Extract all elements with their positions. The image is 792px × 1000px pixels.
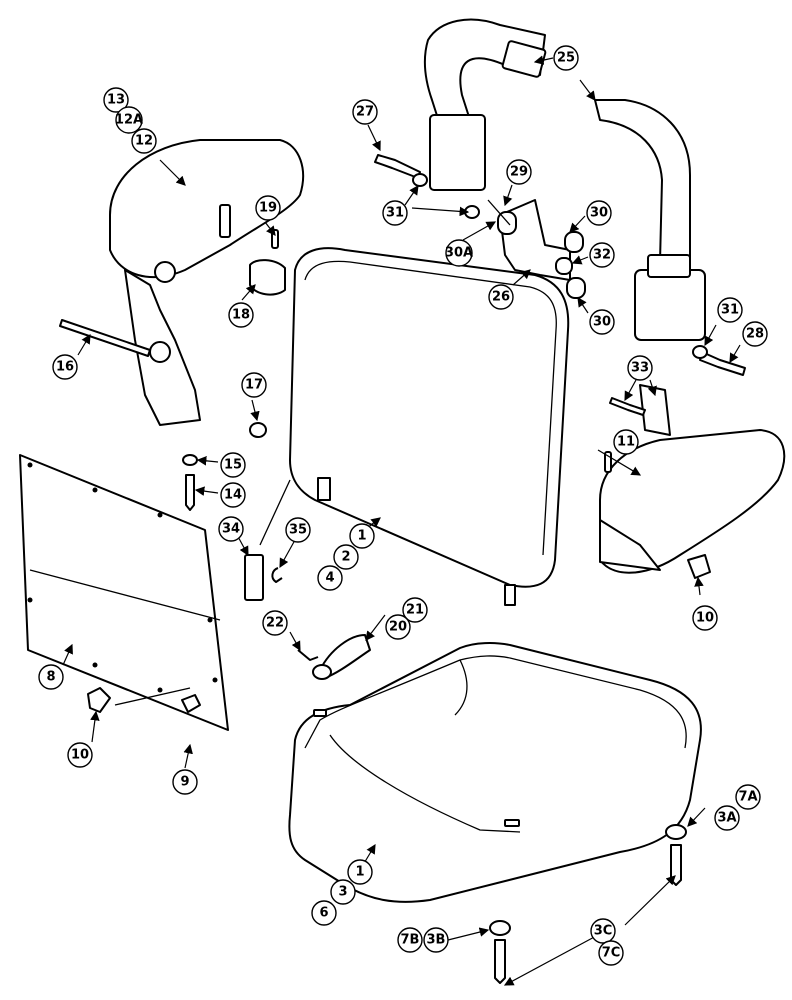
callout-20: 20 [385, 614, 411, 640]
callout-14: 14 [220, 482, 246, 508]
callout-25: 25 [553, 45, 579, 71]
callout-15: 15 [220, 452, 246, 478]
callout-label: 6 [319, 906, 328, 921]
left-armrest [59, 139, 305, 438]
callout-28: 28 [742, 321, 768, 347]
callout-label: 22 [266, 616, 284, 631]
callout-19: 19 [255, 195, 281, 221]
callout-2: 2 [333, 544, 359, 570]
callout-1: 1 [347, 859, 373, 885]
callout-31: 31 [717, 297, 743, 323]
callout-label: 7B [401, 933, 420, 948]
callout-label: 19 [259, 201, 277, 216]
callout-12a: 12A [115, 106, 143, 134]
callout-22: 22 [262, 610, 288, 636]
callout-label: 34 [222, 522, 240, 537]
callout-label: 8 [46, 670, 55, 685]
seat-back [289, 247, 570, 606]
callout-6: 6 [311, 900, 337, 926]
callout-label: 35 [289, 523, 307, 538]
callout-label: 30 [593, 315, 611, 330]
callout-label: 10 [71, 748, 89, 763]
callout-label: 10 [696, 611, 714, 626]
callout-1: 1 [349, 523, 375, 549]
callout-30: 30 [589, 309, 615, 335]
callout-label: 16 [56, 360, 74, 375]
callout-label: 12A [115, 113, 143, 128]
callout-11: 11 [613, 429, 639, 455]
callout-31: 31 [382, 200, 408, 226]
callout-label: 7A [738, 790, 757, 805]
callout-label: 2 [341, 550, 350, 565]
callout-label: 31 [386, 206, 404, 221]
belt-bracket [487, 199, 586, 299]
callout-label: 7C [602, 946, 621, 961]
callout-label: 9 [180, 775, 189, 790]
seat-belt [423, 18, 706, 341]
callout-label: 25 [557, 51, 575, 66]
callout-label: 30A [445, 246, 473, 261]
callout-12: 12 [131, 128, 157, 154]
callout-label: 18 [232, 308, 250, 323]
callout-label: 14 [224, 488, 242, 503]
callout-label: 4 [325, 571, 334, 586]
callout-label: 27 [356, 105, 374, 120]
callout-label: 15 [224, 458, 242, 473]
callout-label: 17 [245, 378, 263, 393]
callout-label: 32 [593, 248, 611, 263]
callout-3c: 3C [590, 918, 616, 944]
callout-label: 12 [135, 134, 153, 149]
callout-7b: 7B [397, 927, 423, 953]
callout-27: 27 [352, 99, 378, 125]
callout-34: 34 [218, 516, 244, 542]
callout-label: 29 [510, 165, 528, 180]
callout-label: 3A [717, 811, 736, 826]
callout-32: 32 [589, 242, 615, 268]
seat-cushion [288, 642, 702, 903]
callout-label: 1 [357, 529, 366, 544]
callout-label: 11 [617, 435, 635, 450]
callout-7a: 7A [735, 784, 761, 810]
small-hardware [182, 454, 371, 680]
callout-18: 18 [228, 302, 254, 328]
callout-label: 28 [746, 327, 764, 342]
callout-33: 33 [627, 355, 653, 381]
callout-30a: 30A [445, 239, 473, 267]
callout-label: 3 [338, 885, 347, 900]
callout-3a: 3A [714, 805, 740, 831]
callout-label: 21 [406, 603, 424, 618]
callout-7c: 7C [598, 940, 624, 966]
callout-29: 29 [506, 159, 532, 185]
callout-label: 33 [631, 361, 649, 376]
callout-label: 1 [355, 865, 364, 880]
callout-16: 16 [52, 354, 78, 380]
right-armrest [599, 384, 786, 579]
callout-label: 13 [107, 93, 125, 108]
callout-3: 3 [330, 879, 356, 905]
callout-9: 9 [172, 769, 198, 795]
seat-hardware [489, 824, 687, 984]
callout-21: 21 [402, 597, 428, 623]
callout-label: 31 [721, 303, 739, 318]
callout-13: 13 [103, 87, 129, 113]
callout-label: 26 [492, 290, 510, 305]
back-panel [19, 454, 229, 731]
callout-30: 30 [586, 200, 612, 226]
callout-label: 20 [389, 620, 407, 635]
callout-26: 26 [488, 284, 514, 310]
callout-35: 35 [285, 517, 311, 543]
callout-label: 3B [427, 933, 446, 948]
callout-3b: 3B [423, 927, 449, 953]
callout-10: 10 [67, 742, 93, 768]
callout-17: 17 [241, 372, 267, 398]
callout-label: 30 [590, 206, 608, 221]
callout-4: 4 [317, 565, 343, 591]
callout-10: 10 [692, 605, 718, 631]
callout-8: 8 [38, 664, 64, 690]
callout-label: 3C [594, 924, 613, 939]
